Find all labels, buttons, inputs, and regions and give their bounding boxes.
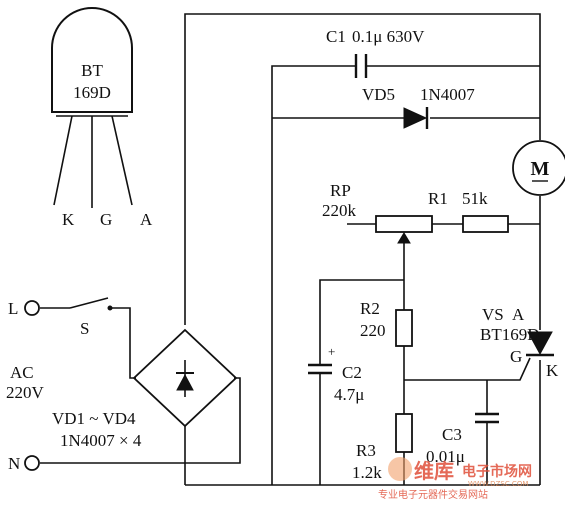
vs-cathode-label: K [546,361,559,380]
pin-k-label: K [62,210,75,229]
rp-name: RP [330,181,351,200]
vd5-value: 1N4007 [420,85,475,104]
watermark-title: 电子市场网 [462,463,532,480]
vs-gate-label: G [510,347,522,366]
c2-value: 4.7μ [334,385,364,404]
c1-value: 0.1μ 630V [352,27,425,46]
r1-value: 51k [462,189,488,208]
c1-name: C1 [326,27,346,46]
r3-name: R3 [356,441,376,460]
terminal-n-label: N [8,454,20,473]
terminal-n [24,455,40,471]
supply-label-line1: AC [10,363,34,382]
vd5-name: VD5 [362,85,395,104]
bridge-rectifier [132,328,238,428]
capacitor-c3 [475,412,499,424]
watermark: 维库 电子市场网 WWW.DZSC.COM 专业电子元器件交易网站 [378,457,532,501]
r3-value: 1.2k [352,463,382,482]
capacitor-c1 [354,54,368,78]
switch-label: S [80,319,89,338]
c3-value: 0.01μ [426,447,465,466]
resistor-r2 [395,309,413,347]
resistor-r1 [462,215,509,233]
watermark-slogan: 专业电子元器件交易网站 [378,488,488,501]
terminal-l [24,300,40,316]
watermark-url: WWW.DZSC.COM [468,480,528,488]
capacitor-c2 [308,363,332,375]
potentiometer-rp [375,215,433,244]
pin-g-label: G [100,210,112,229]
c3-name: C3 [442,425,462,444]
c2-polarity: + [328,344,335,359]
resistor-r3 [395,413,413,453]
r1-name: R1 [428,189,448,208]
rp-value: 220k [322,201,357,220]
motor-symbol: M [531,158,550,180]
bridge-label-line2: 1N4007 × 4 [60,431,142,450]
pin-a-label: A [140,210,153,229]
wiring [40,13,541,486]
package-label-line1: BT [81,61,103,80]
vs-anode-label: A [512,305,525,324]
diode-vd5 [403,107,429,129]
motor [512,140,565,196]
r2-value: 220 [360,321,386,340]
terminal-l-label: L [8,299,18,318]
watermark-brand: 维库 [414,459,454,483]
bridge-label-line1: VD1 ~ VD4 [52,409,136,428]
supply-label-line2: 220V [6,383,45,402]
thyristor-package [51,7,133,208]
switch-contact [107,305,113,311]
package-label-line2: 169D [73,83,111,102]
vs-name: VS [482,305,504,324]
r2-name: R2 [360,299,380,318]
c2-name: C2 [342,363,362,382]
thyristor-vs [526,331,554,357]
vs-part-label: BT169D [480,325,540,344]
